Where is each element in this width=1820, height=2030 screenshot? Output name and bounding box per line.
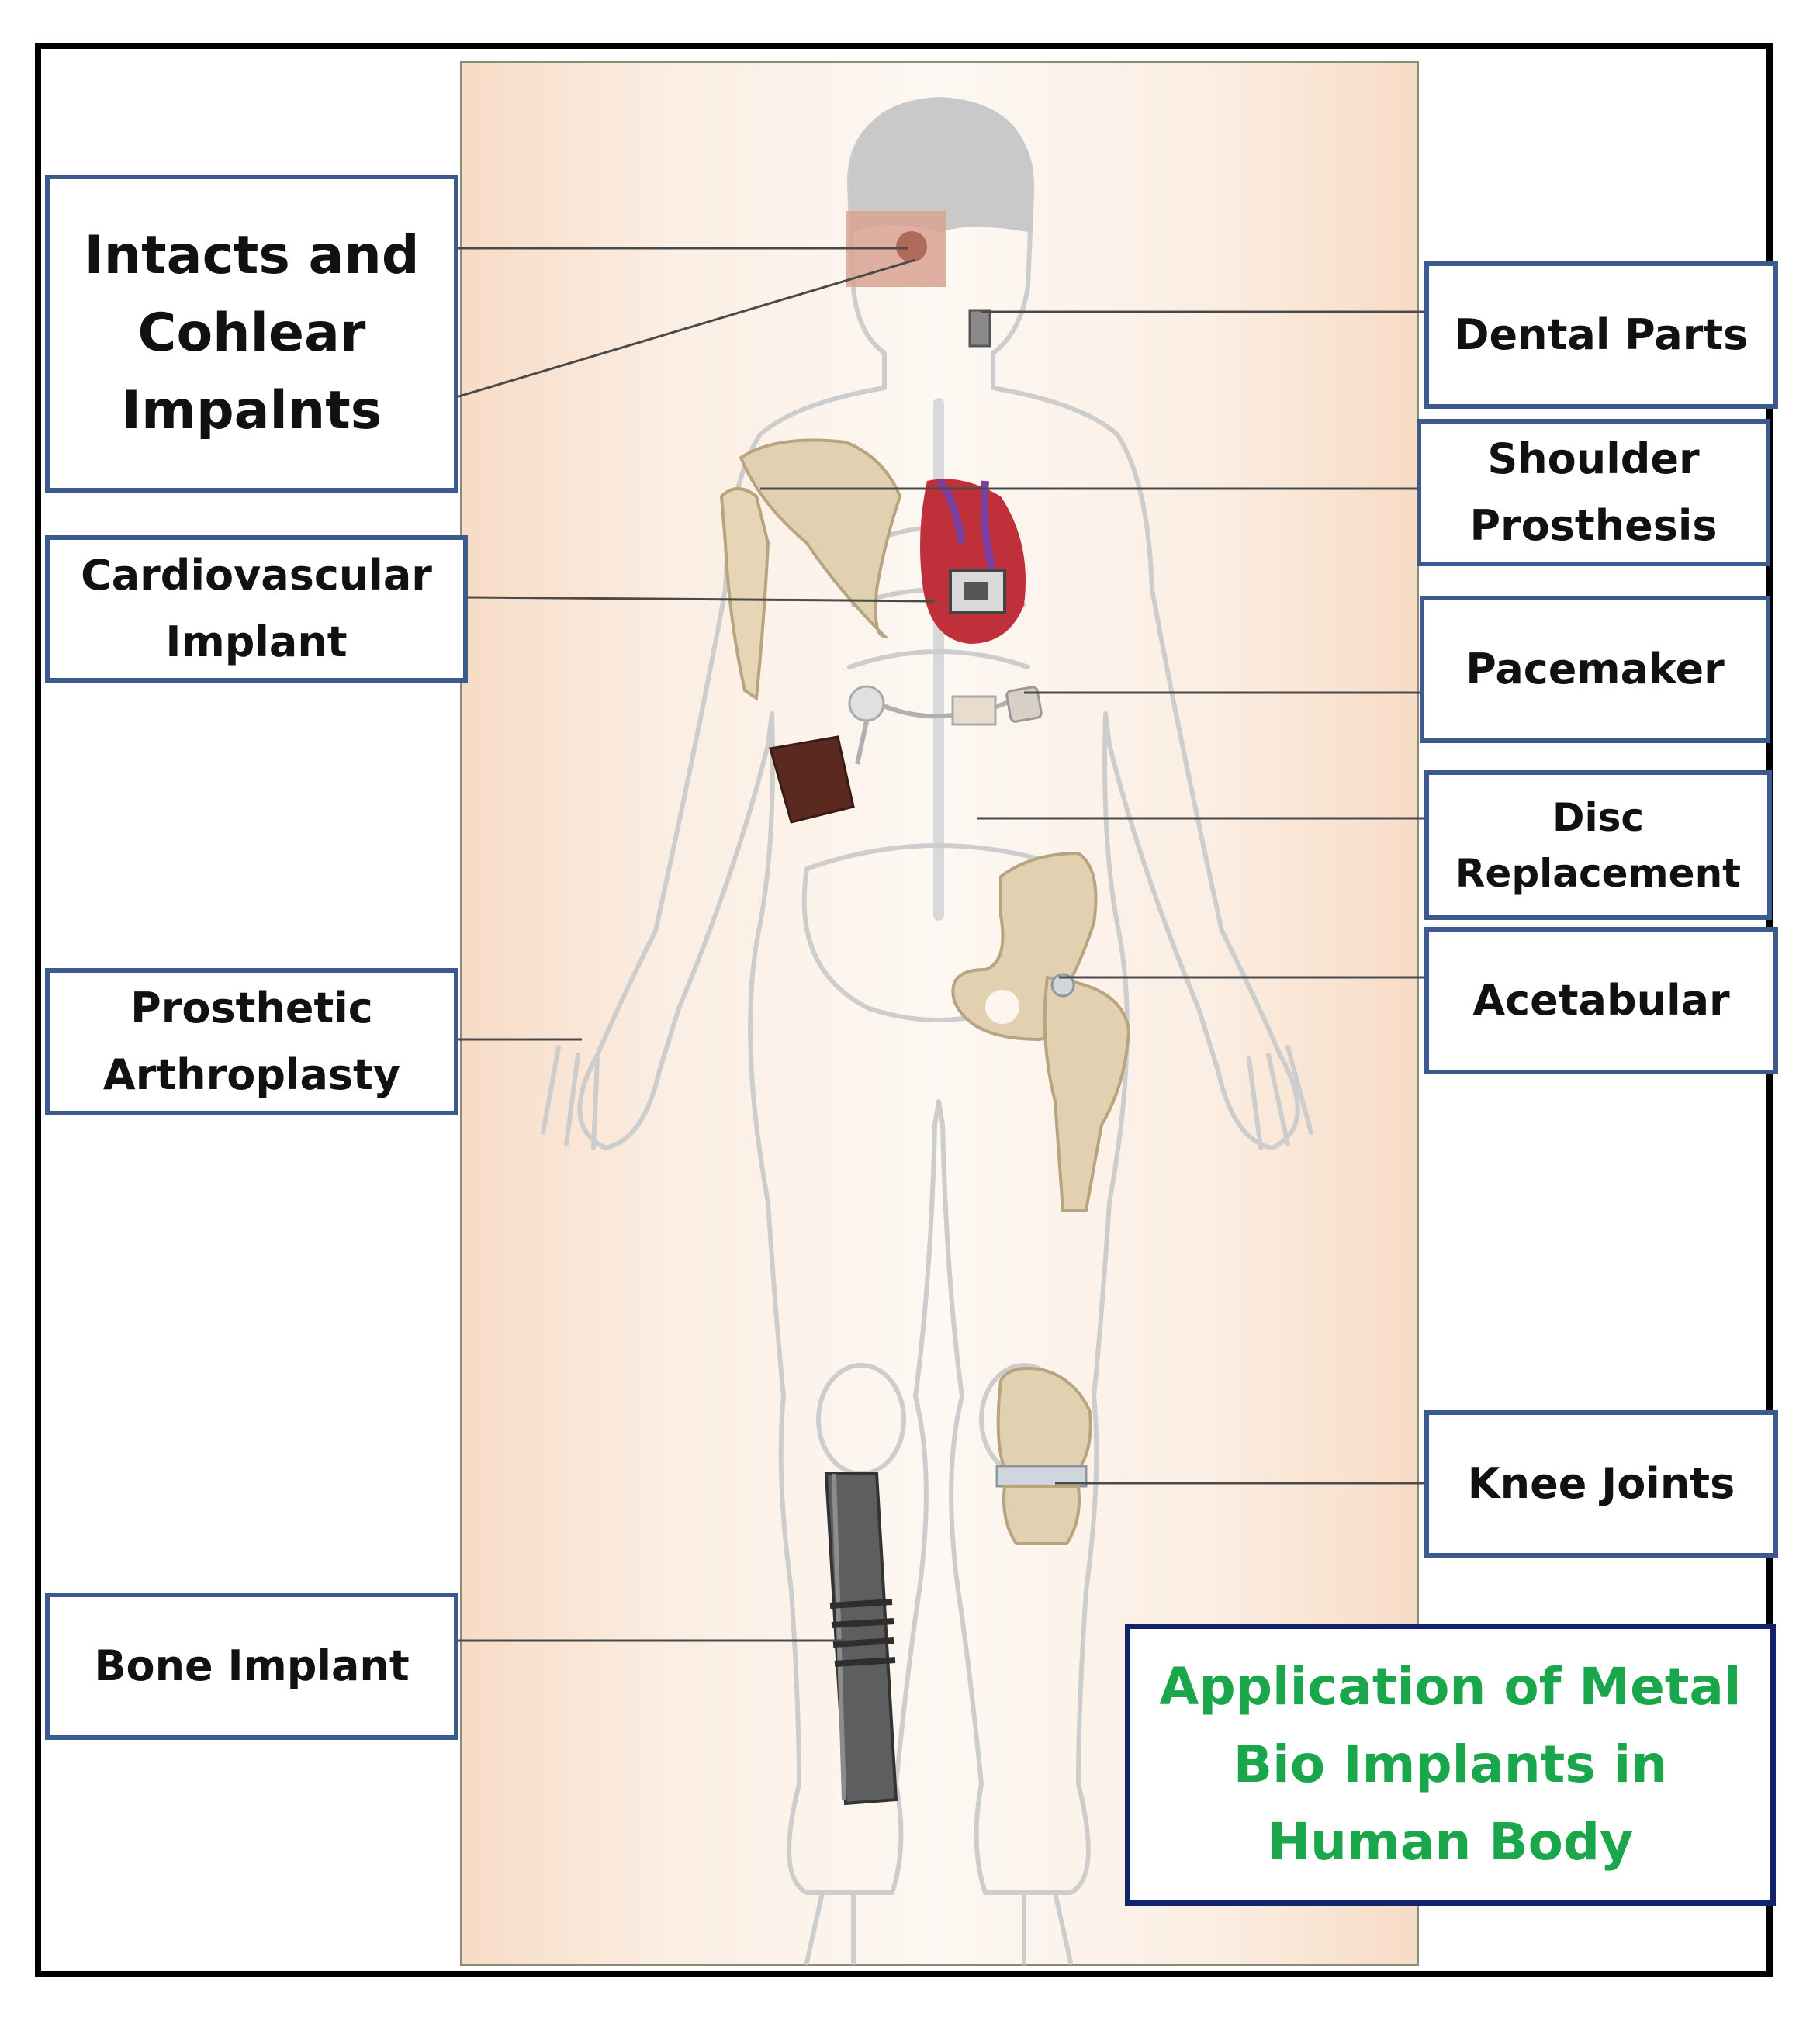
leader-lines [455,247,1424,1642]
dental-implant-image [968,309,991,348]
label-knee-joints: Knee Joints [1424,1410,1778,1558]
label-line: Acetabular [1472,976,1730,1025]
label-line: Prosthetic [130,984,373,1032]
label-bone-implant: Bone Implant [45,1593,458,1740]
pacemaker-image [769,685,1043,824]
leader-line-cardiovascular [467,596,936,603]
label-line: Arthroplasty [102,1050,401,1099]
label-prosthetic-arthroplasty: Prosthetic Arthroplasty [45,968,458,1115]
label-cardiovascular-implant: Cardiovascular Implant [45,535,468,683]
label-line: Dental Parts [1454,310,1749,359]
label-dental-parts: Dental Parts [1424,261,1778,409]
label-line: Pacemaker [1465,645,1725,693]
bone-implant-rod-image [824,1472,898,1806]
label-line: Impalnts [121,380,382,441]
acetabular-hip-image [951,851,1131,1212]
label-line: Bone Implant [94,1641,410,1690]
head-shape [849,97,1034,233]
heart-cardiovascular-image [920,478,1026,644]
leader-line-intacts-bottom [455,258,916,399]
title-line: Bio Implants in [1233,1734,1668,1794]
label-line: Disc [1552,794,1645,840]
label-line: Cardiovascular [81,551,432,600]
label-shoulder-prosthesis: Shoulder Prosthesis [1417,419,1770,566]
label-disc-replacement: Disc Replacement [1424,770,1772,920]
knee-joint-image [995,1367,1092,1545]
label-line: Prosthesis [1469,501,1718,550]
label-line: Knee Joints [1467,1459,1735,1508]
label-line: Replacement [1455,850,1742,896]
figure-title-box: Application of Metal Bio Implants in Hum… [1125,1624,1776,1906]
title-line: Human Body [1267,1812,1634,1872]
label-pacemaker: Pacemaker [1420,596,1770,743]
label-line: Shoulder [1487,434,1700,483]
label-line: Implant [165,617,348,666]
label-line: Intacts and [84,225,420,286]
label-intacts-cochlear-implants: Intacts and Cohlear Impalnts [45,175,458,493]
title-line: Application of Metal [1159,1657,1742,1717]
label-line: Cohlear [137,303,366,364]
label-acetabular: Acetabular [1424,927,1778,1074]
